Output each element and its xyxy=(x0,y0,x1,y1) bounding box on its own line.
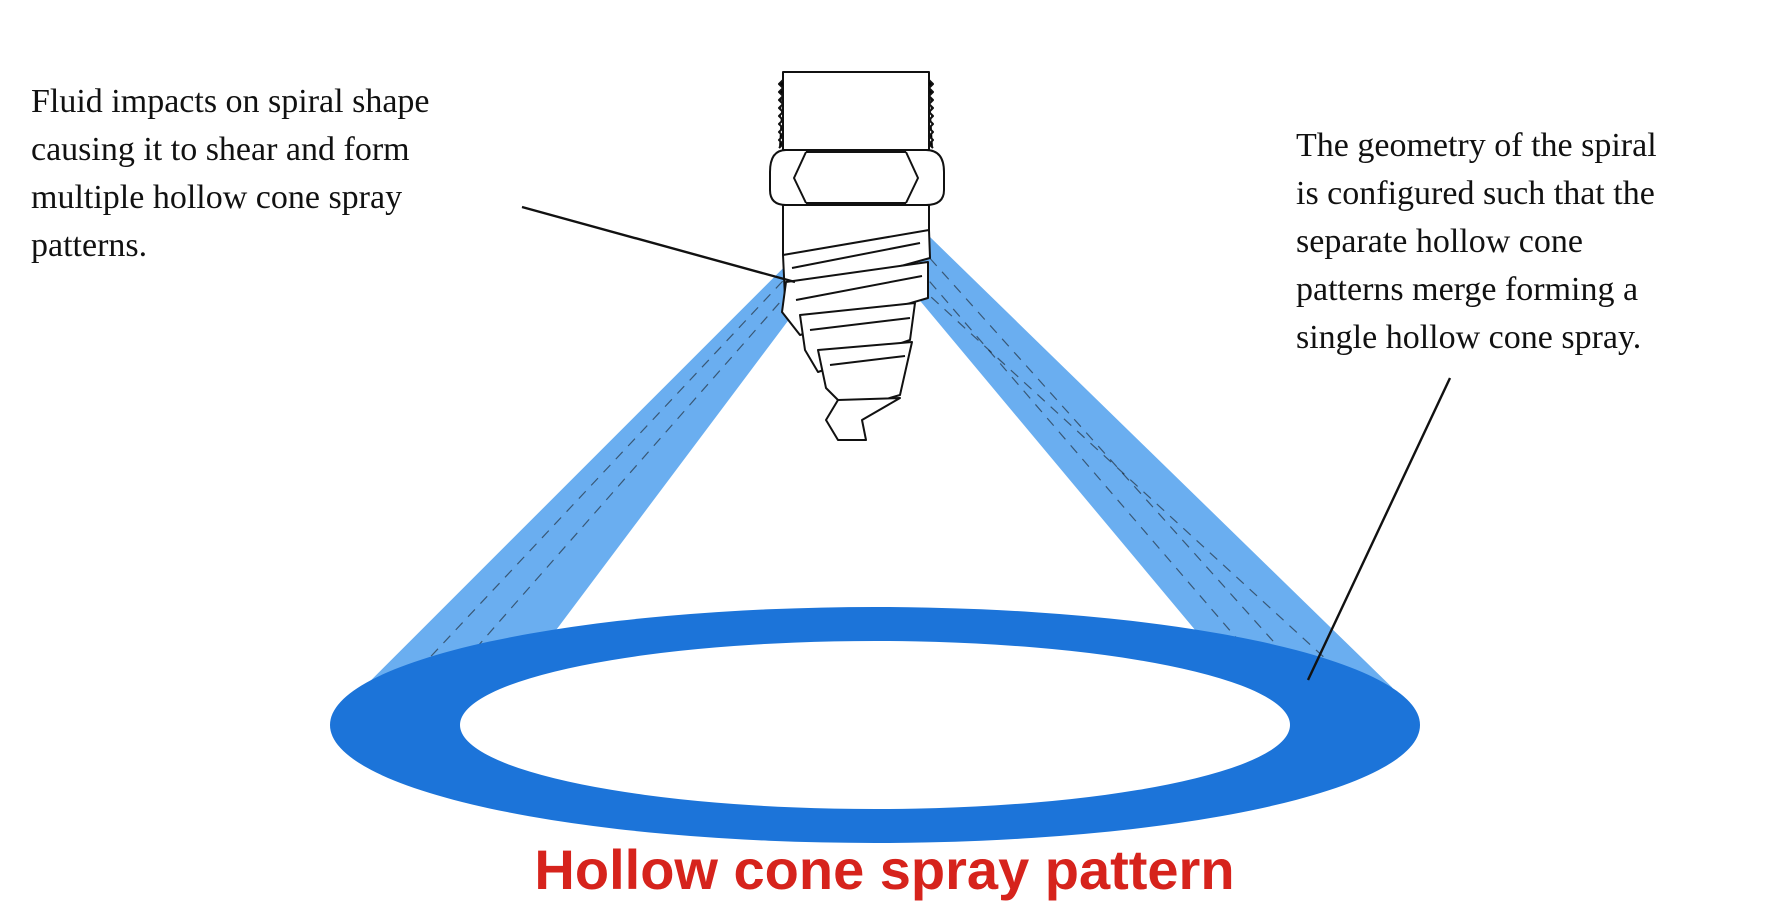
callout-right-line: single hollow cone spray. xyxy=(1296,319,1642,356)
leader-line-right xyxy=(1306,377,1452,681)
spiral-nozzle-icon xyxy=(769,71,945,441)
flow-line xyxy=(917,267,1246,649)
spray-ring xyxy=(330,607,1420,843)
callout-left: Fluid impacts on spiral shape causing it… xyxy=(31,78,430,270)
hollow-cone-ring xyxy=(330,607,1420,843)
flow-line xyxy=(419,267,796,669)
spiral-tip xyxy=(825,397,901,441)
flow-line xyxy=(917,284,1341,673)
callout-right-line: separate hollow cone xyxy=(1296,223,1583,260)
spray-sheets xyxy=(370,224,1393,689)
leader-line-left xyxy=(521,205,796,284)
callout-right-line: patterns merge forming a xyxy=(1296,271,1639,308)
nozzle-thread xyxy=(782,71,930,151)
callout-left-line: causing it to shear and form xyxy=(31,131,410,168)
callout-right-line: The geometry of the spiral xyxy=(1296,127,1657,164)
diagram-caption: Hollow cone spray pattern xyxy=(534,838,1235,901)
flow-line xyxy=(917,244,1291,661)
callout-right-line: is configured such that the xyxy=(1296,175,1655,212)
callout-left-line: Fluid impacts on spiral shape xyxy=(31,83,430,120)
callout-left-line: multiple hollow cone spray xyxy=(31,179,403,216)
flow-line xyxy=(469,275,804,656)
callout-left-line: patterns. xyxy=(31,227,148,264)
thread-marks xyxy=(778,79,934,149)
callout-right: The geometry of the spiral is configured… xyxy=(1296,122,1657,362)
